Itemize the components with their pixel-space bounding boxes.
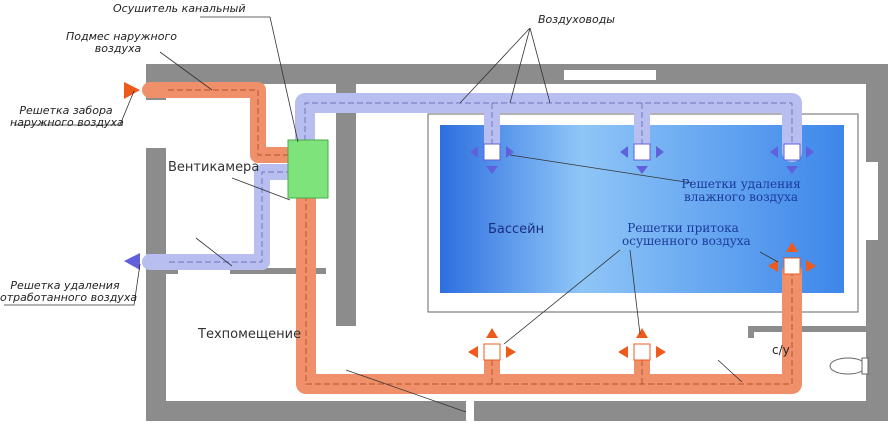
label-tech-room: Техпомещение [198, 327, 302, 342]
exhaust-grille [146, 254, 166, 268]
label-humid-removal-line1: Решетки удаления [681, 177, 801, 191]
label-dehumidifier: Осушитель канальный [113, 2, 246, 15]
building-walls [146, 64, 888, 421]
humid-grille-1 [470, 143, 514, 174]
humid-removal-grilles [470, 143, 814, 174]
duct-dehumidifier-unit [287, 139, 329, 199]
label-outdoor-supply-line1: Подмес наружного [66, 30, 177, 43]
toilet-icon [829, 357, 869, 375]
label-humid-removal-line2: влажного воздуха [683, 190, 799, 204]
label-exhaust-grille-line2: отработанного воздуха [0, 291, 138, 304]
label-exhaust-grille-line1: Решетка удаления [10, 279, 120, 292]
supply-grille-2 [618, 328, 666, 361]
label-vent-chamber: Вентикамера [168, 160, 260, 175]
label-wc: с/у [772, 343, 790, 357]
supply-grille-3 [768, 242, 816, 275]
intake-grille [146, 84, 166, 98]
dry-supply-grilles [468, 242, 816, 361]
humid-grille-2 [620, 143, 664, 174]
label-outdoor-supply-line2: воздуха [94, 42, 142, 55]
label-pool: Бассейн [488, 222, 545, 237]
label-ducts: Воздуховоды [538, 13, 615, 26]
supply-duct-outline [150, 89, 793, 385]
label-dry-supply-line2: осушенного воздуха [622, 234, 751, 248]
label-dry-supply-line1: Решетки притока [627, 221, 739, 235]
humid-grille-3 [770, 143, 814, 174]
leader-lines [4, 16, 779, 413]
label-intake-grille-line2: наружного воздуха [10, 116, 124, 129]
label-intake-grille-line1: Решетка забора [19, 104, 113, 117]
exhaust-grille-arrow-icon [124, 253, 140, 270]
exhaust-duct-outline [150, 102, 793, 263]
supply-grille-1 [468, 328, 516, 361]
intake-grille-arrow-icon [124, 82, 140, 99]
